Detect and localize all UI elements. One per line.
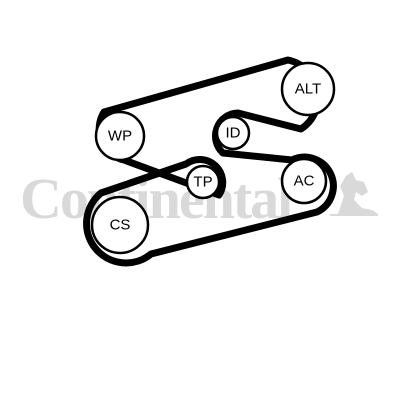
horse-logo-icon: [338, 172, 378, 214]
drive-belt: [83, 56, 337, 267]
pulley-ac-circle: [280, 157, 328, 205]
pulley-id: ID: [215, 115, 251, 151]
pulley-wp-label: WP: [108, 128, 132, 145]
pulley-cs: CS: [90, 195, 150, 255]
pulley-wp: WP: [94, 110, 146, 162]
pulley-cs-circle: [90, 195, 150, 255]
pulley-id-label: ID: [226, 125, 241, 142]
pulley-tp-circle: [185, 164, 221, 200]
watermark-underline: [330, 214, 378, 216]
pulley-tp-label: TP: [193, 174, 212, 191]
pulley-alt-circle: [280, 61, 336, 117]
pulley-alt-label: ALT: [295, 81, 321, 98]
pulley-tp: TP: [185, 164, 221, 200]
pulley-ac-label: AC: [294, 173, 315, 190]
pulley-cs-label: CS: [110, 217, 131, 234]
pulley-wp-circle: [94, 110, 146, 162]
pulley-alt: ALT: [280, 61, 336, 117]
pulley-id-circle: [215, 115, 251, 151]
pulley-ac: AC: [280, 157, 328, 205]
